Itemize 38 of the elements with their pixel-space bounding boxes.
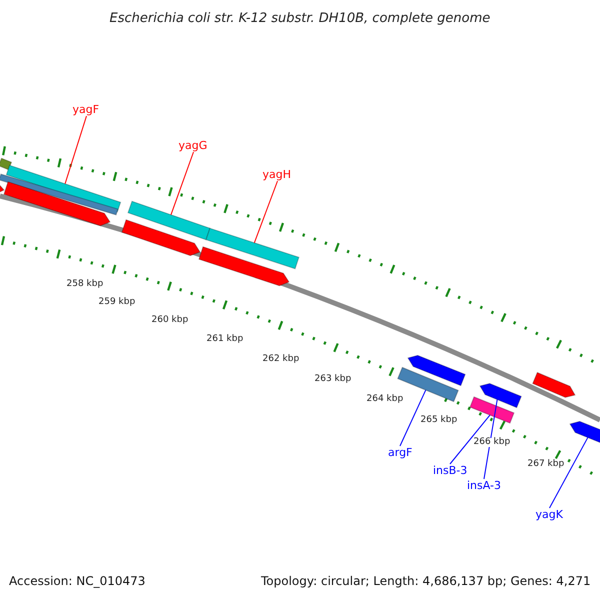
gene-feature [3,181,111,226]
scale-label: 264 kbp [366,395,404,404]
gene-band [0,158,12,170]
gene-label: argF [388,447,412,458]
scale-label: 267 kbp [528,460,564,469]
gene-label: yagH [262,169,292,180]
scale-label: 265 kbp [420,416,458,425]
scale-label: 258 kbp [66,280,104,289]
gene-feature [407,354,466,386]
gene-label: yagG [178,140,208,151]
gene-feature [479,382,522,408]
scale-label: 266 kbp [474,438,510,447]
gene-feature [532,372,576,398]
leader-line [170,152,194,216]
diagram-title: Escherichia coli str. K-12 substr. DH10B, complete genome [110,12,490,25]
leader-line [450,414,490,464]
gene-label: yagK [536,509,563,520]
gene-label: insA-3 [467,480,502,491]
gene-label: yagF [72,104,100,115]
gene-band [0,173,119,216]
leader-line [484,399,498,480]
accession-text: Accession: NC_010473 [9,575,146,587]
leader-line [549,437,588,508]
genome-info-text: Topology: circular; Length: 4,686,137 bp; Genes: 4,271 [261,575,591,587]
leader-line [64,116,87,184]
leader-line [400,390,426,446]
gene-band [127,200,211,240]
gene-feature [198,246,290,286]
leader-line [254,180,278,244]
gene-label: insB-3 [433,465,468,476]
scale-label: 263 kbp [314,375,352,384]
gene-band [469,396,515,424]
scale-label: 262 kbp [262,355,300,364]
scale-label: 260 kbp [152,316,188,325]
gene-band [205,228,300,270]
gene-feature [121,219,201,256]
scale-label: 259 kbp [98,298,136,307]
scale-label: 261 kbp [206,335,244,344]
